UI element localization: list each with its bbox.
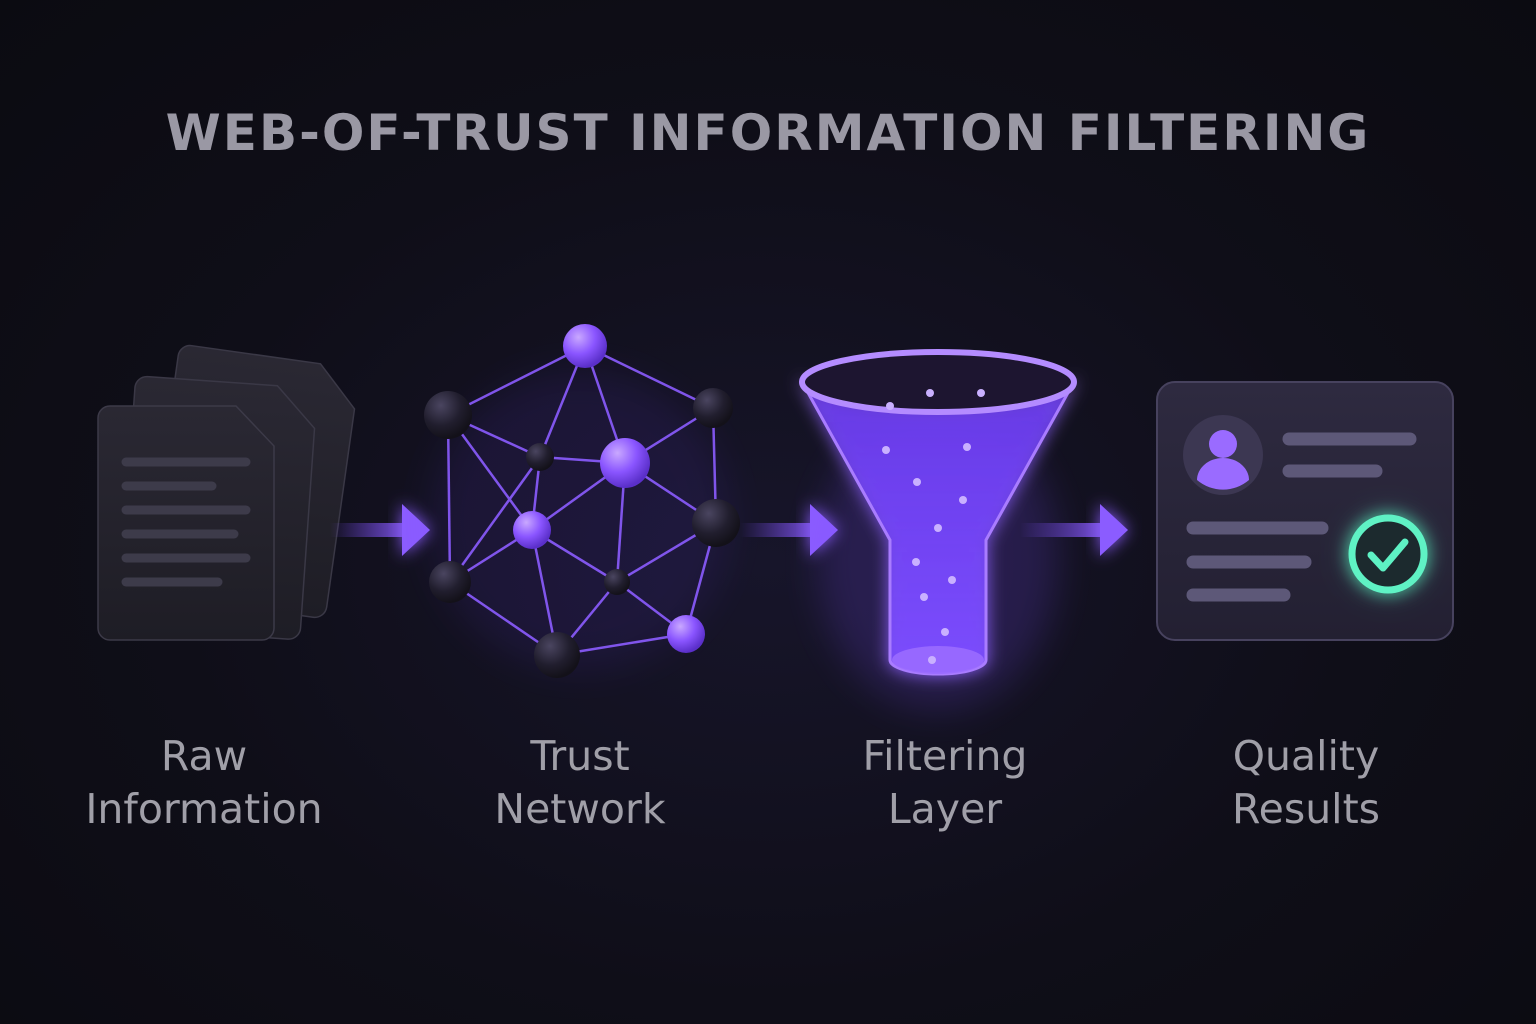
network-node: [513, 511, 551, 549]
funnel-particles: [882, 389, 985, 664]
stage-label-trust-network: Trust Network: [420, 730, 740, 836]
document-stack-icon: [97, 344, 356, 641]
network-node: [604, 569, 630, 595]
label-line: Trust: [530, 732, 630, 780]
network-graph-icon: [424, 324, 740, 678]
label-line: Network: [494, 785, 666, 833]
stage-label-filtering-layer: Filtering Layer: [785, 730, 1105, 836]
flow-arrow-3: [1020, 504, 1128, 556]
network-node: [692, 499, 740, 547]
avatar: [1183, 415, 1263, 495]
network-node: [534, 632, 580, 678]
label-line: Information: [85, 785, 323, 833]
network-nodes: [424, 324, 740, 678]
stage-label-quality-results: Quality Results: [1146, 730, 1466, 836]
page-title: WEB-OF-TRUST INFORMATION FILTERING: [165, 104, 1371, 162]
stage-label-raw-information: Raw Information: [44, 730, 364, 836]
flow-arrow-1: [330, 504, 430, 556]
network-node: [429, 561, 471, 603]
network-node: [693, 388, 733, 428]
network-node: [526, 443, 554, 471]
label-line: Layer: [887, 785, 1003, 833]
network-node: [600, 438, 650, 488]
label-line: Filtering: [862, 732, 1028, 780]
label-line: Results: [1231, 785, 1381, 833]
network-node: [424, 391, 472, 439]
network-node: [563, 324, 607, 368]
funnel-icon: [799, 349, 1077, 710]
label-line: Raw: [160, 732, 248, 780]
label-line: Quality: [1232, 732, 1380, 780]
document-text-lines: [121, 457, 251, 587]
card-text-lines: [1186, 432, 1417, 602]
network-node: [667, 615, 705, 653]
check-badge-icon: [1348, 514, 1428, 594]
profile-card-check-icon: [1156, 381, 1454, 641]
